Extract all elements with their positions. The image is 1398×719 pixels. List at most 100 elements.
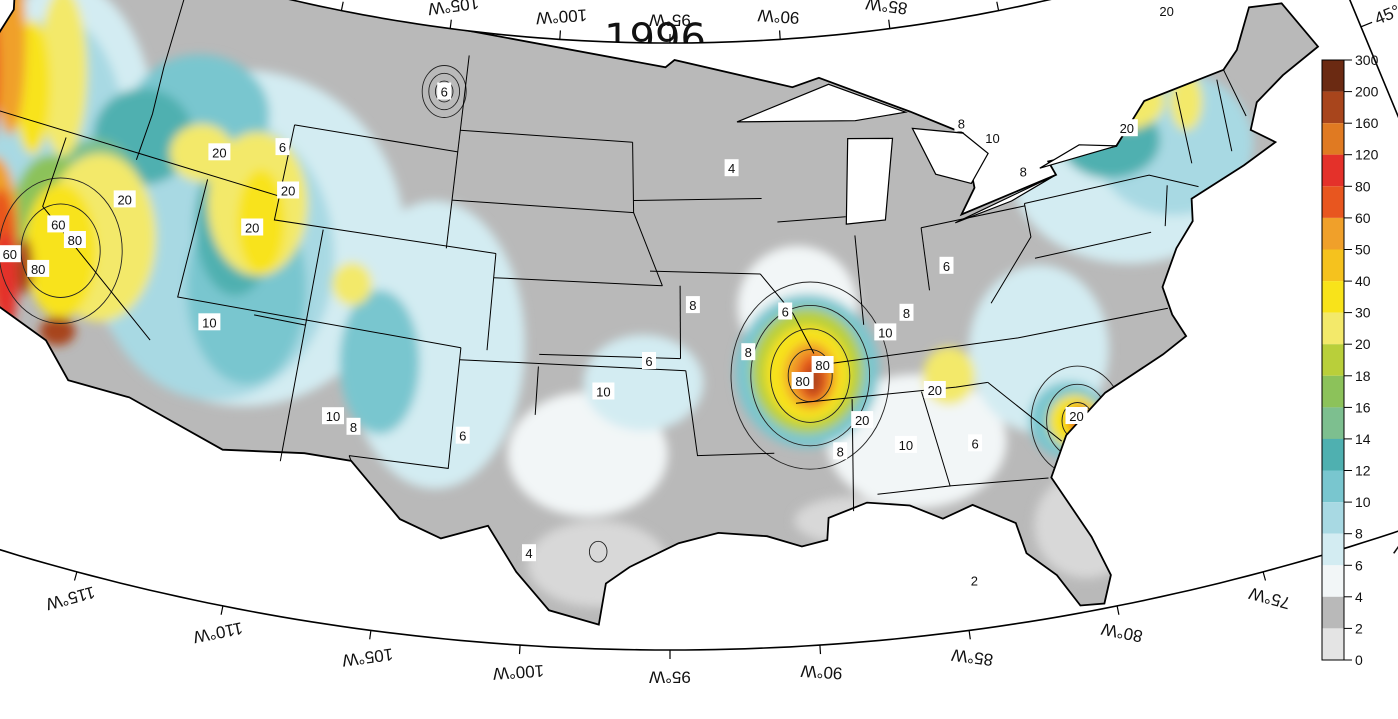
contour-label: 6 (939, 256, 954, 274)
contour-labels: 6620202020608060806080201010864861086808… (0, 2, 1178, 589)
legend-swatch (1322, 344, 1344, 376)
legend-label: 40 (1355, 273, 1371, 289)
contour-label-bg (346, 417, 361, 435)
contour-label-text: 10 (202, 315, 216, 330)
legend-swatch (1322, 438, 1344, 471)
contour-label-bg (0, 245, 21, 263)
contour-label-bg (642, 352, 656, 369)
contour-label: 80 (811, 356, 834, 373)
contour-label-bg (851, 411, 874, 429)
contour-label: 20 (113, 190, 136, 208)
state-boundary (1024, 174, 1199, 204)
state-boundary (294, 124, 458, 153)
contour-label: 8 (1016, 162, 1031, 180)
contour-label: 10 (874, 323, 897, 341)
contour-label-text: 10 (985, 131, 999, 146)
contour-label: 80 (63, 231, 86, 248)
contour-label-bg (741, 343, 756, 361)
legend-label: 8 (1355, 526, 1363, 542)
great-lake (736, 83, 908, 123)
great-lake (1039, 144, 1117, 169)
contour-label-bg (208, 143, 231, 161)
lon-tick-top (340, 1, 344, 11)
contour-label-text: 60 (3, 247, 17, 262)
state-boundary (759, 273, 815, 354)
legend-outline (1321, 59, 1345, 661)
contour-label-text: 8 (958, 117, 965, 132)
contour-label: 8 (833, 442, 848, 460)
contour-label: 20 (241, 218, 264, 236)
legend-swatch (1322, 533, 1344, 566)
state-boundary (534, 366, 539, 415)
contour-label-text: 60 (51, 217, 65, 232)
contour-label-text: 20 (212, 145, 226, 160)
legend-swatch (1322, 407, 1344, 439)
lon-tick-top (888, 19, 891, 29)
contour-label-text: 80 (815, 358, 829, 373)
lon-tick-bottom (1262, 571, 1267, 581)
contour-label-bg (724, 159, 739, 177)
state-boundary (539, 353, 681, 360)
contour-line (588, 540, 608, 563)
contour-label-bg (113, 190, 136, 208)
contour-label: 4 (724, 159, 739, 177)
state-boundary (1216, 79, 1233, 152)
contour-label-bg (592, 382, 615, 400)
legend-label: 6 (1355, 557, 1363, 573)
legend-label: 30 (1355, 305, 1371, 321)
state-boundary (795, 381, 988, 404)
lon-label-top: 110°W (320, 0, 373, 2)
hazard-zone (339, 290, 420, 434)
contour-label-bg (833, 442, 848, 460)
contour-label-bg (899, 303, 914, 321)
contour-label-bg (455, 426, 470, 444)
contour-label-text: 80 (31, 262, 45, 277)
state-boundary (460, 129, 633, 143)
contour-label-bg (47, 215, 70, 233)
contour-label-bg (939, 256, 954, 274)
state-boundary (632, 142, 663, 286)
state-boundary (1223, 69, 1247, 117)
contour-label: 10 (592, 382, 615, 400)
legend-swatch (1322, 60, 1344, 92)
lon-label-top: 85°W (865, 0, 909, 18)
state-boundary (273, 124, 496, 254)
great-lake (911, 127, 989, 185)
contour-label: 10 (894, 435, 917, 453)
contour-label-text: 2 (971, 574, 978, 589)
contour-label-bg (981, 128, 1004, 146)
contour-label: 6 (968, 434, 983, 452)
contour-label: 10 (198, 313, 221, 331)
contour-label-text: 6 (782, 305, 789, 320)
contour-label: 60 (0, 245, 21, 263)
contour-label-text: 20 (1120, 121, 1134, 136)
state-boundary (920, 205, 1026, 229)
lat-tick-right (1360, 21, 1373, 28)
legend-label: 4 (1355, 589, 1363, 605)
legend-swatch (1322, 123, 1344, 155)
legend-swatch (1322, 375, 1344, 408)
legend-swatch (1322, 186, 1344, 218)
lon-label-bottom: 75°W (1247, 583, 1292, 612)
contour-line (750, 304, 871, 447)
lon-tick-top (449, 19, 452, 29)
state-boundary (445, 55, 470, 249)
state-boundary (854, 235, 865, 325)
contour-label-text: 20 (117, 192, 131, 207)
lon-tick-bottom (73, 571, 78, 581)
contour-label: 2 (967, 571, 982, 589)
legend-label: 10 (1355, 494, 1371, 510)
contour-label-text: 20 (855, 413, 869, 428)
lon-label-top: 95°W (649, 11, 691, 30)
contour-line (20, 203, 101, 298)
state-boundary (649, 270, 761, 275)
contour-label-text: 10 (326, 409, 340, 424)
contour-label-bg (1115, 119, 1138, 137)
legend-label: 80 (1355, 178, 1371, 194)
contour-label: 6 (275, 138, 290, 156)
graticule-ticks (73, 1, 1373, 659)
contour-label-text: 8 (1020, 165, 1027, 180)
contour-label-text: 10 (899, 438, 913, 453)
